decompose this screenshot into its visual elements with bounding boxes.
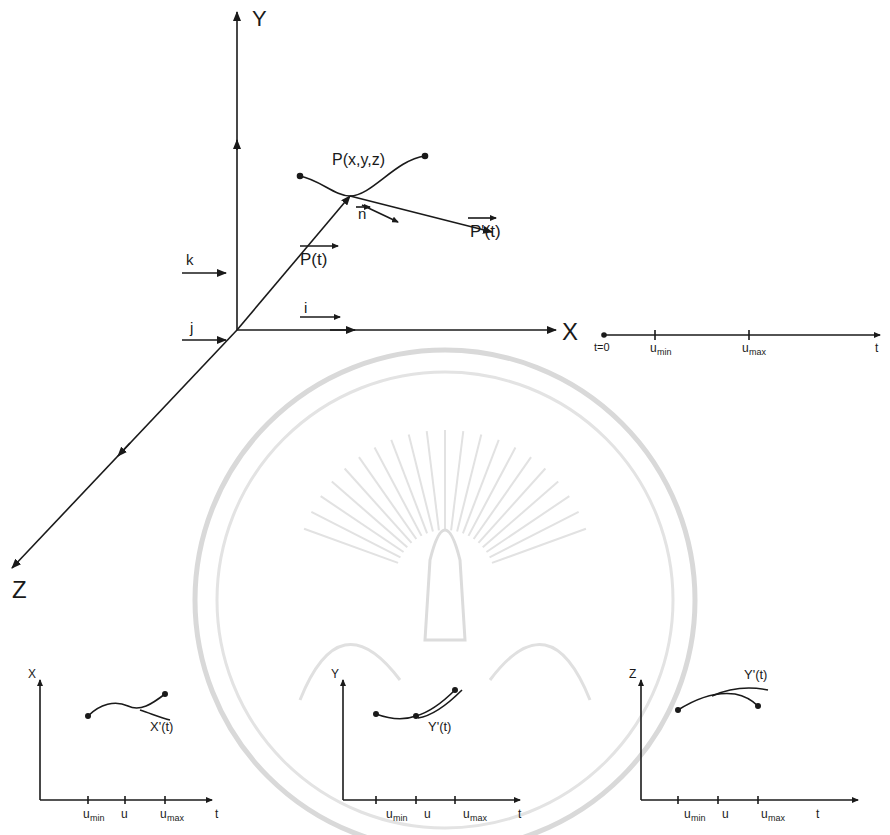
axis-label: t bbox=[215, 808, 218, 820]
seal-ray bbox=[332, 482, 407, 548]
seal-ray bbox=[463, 440, 499, 533]
subscript-label: max bbox=[768, 814, 785, 823]
axis-label: u bbox=[463, 808, 470, 820]
axis-label: X bbox=[562, 320, 578, 344]
seal-ring bbox=[195, 350, 695, 835]
axis-label: j bbox=[190, 320, 193, 335]
seal-ray bbox=[478, 469, 545, 543]
axis-label: P'(t) bbox=[470, 223, 501, 240]
axis-label: Y bbox=[331, 668, 339, 680]
axis-label: X'(t) bbox=[150, 720, 173, 733]
seal-ray bbox=[492, 529, 586, 563]
seal-ray bbox=[345, 469, 412, 543]
axis-label: u bbox=[386, 808, 393, 820]
seal-spire bbox=[425, 530, 465, 640]
axis-label: u bbox=[160, 808, 167, 820]
axis-label: k bbox=[186, 252, 194, 267]
axis-label: Y bbox=[252, 8, 267, 30]
axis-label: n bbox=[358, 206, 366, 221]
subscript-label: max bbox=[167, 814, 184, 823]
axis-label: t bbox=[816, 808, 819, 820]
axis-label: t bbox=[875, 342, 878, 354]
axis-label: Y'(t) bbox=[428, 720, 451, 733]
axis-label: u bbox=[742, 342, 749, 354]
axis-label: i bbox=[304, 300, 307, 315]
axis-label: u bbox=[684, 808, 691, 820]
seal-ray bbox=[468, 448, 515, 536]
seal-ray bbox=[483, 482, 558, 548]
seal-ray bbox=[490, 512, 579, 557]
subscript-label: max bbox=[470, 814, 487, 823]
axis-label: t bbox=[518, 808, 521, 820]
subscript-label: max bbox=[749, 348, 766, 357]
axis-label: t=0 bbox=[594, 342, 610, 353]
axis-label: u bbox=[650, 342, 657, 354]
seal-ray bbox=[359, 457, 416, 539]
axis-label: P(t) bbox=[300, 251, 327, 268]
seal-ray bbox=[427, 431, 439, 530]
seal-ray bbox=[304, 529, 398, 563]
axis-label: X bbox=[28, 668, 36, 680]
axis-label: Z bbox=[629, 668, 636, 680]
axis-label: u bbox=[83, 808, 90, 820]
subscript-label: min bbox=[393, 814, 408, 823]
subscript-label: min bbox=[691, 814, 706, 823]
subscript-label: min bbox=[657, 348, 672, 357]
axis-label: u bbox=[761, 808, 768, 820]
axis-label: u bbox=[121, 808, 128, 820]
axis-label: P(x,y,z) bbox=[332, 152, 385, 168]
axis-label: u bbox=[722, 808, 729, 820]
seal-ring bbox=[217, 372, 673, 828]
axis-label: Y'(t) bbox=[744, 668, 767, 681]
axis-label: Z bbox=[12, 578, 27, 602]
subscript-label: min bbox=[90, 814, 105, 823]
seal-ray bbox=[444, 430, 446, 530]
axis-label: u bbox=[424, 808, 431, 820]
